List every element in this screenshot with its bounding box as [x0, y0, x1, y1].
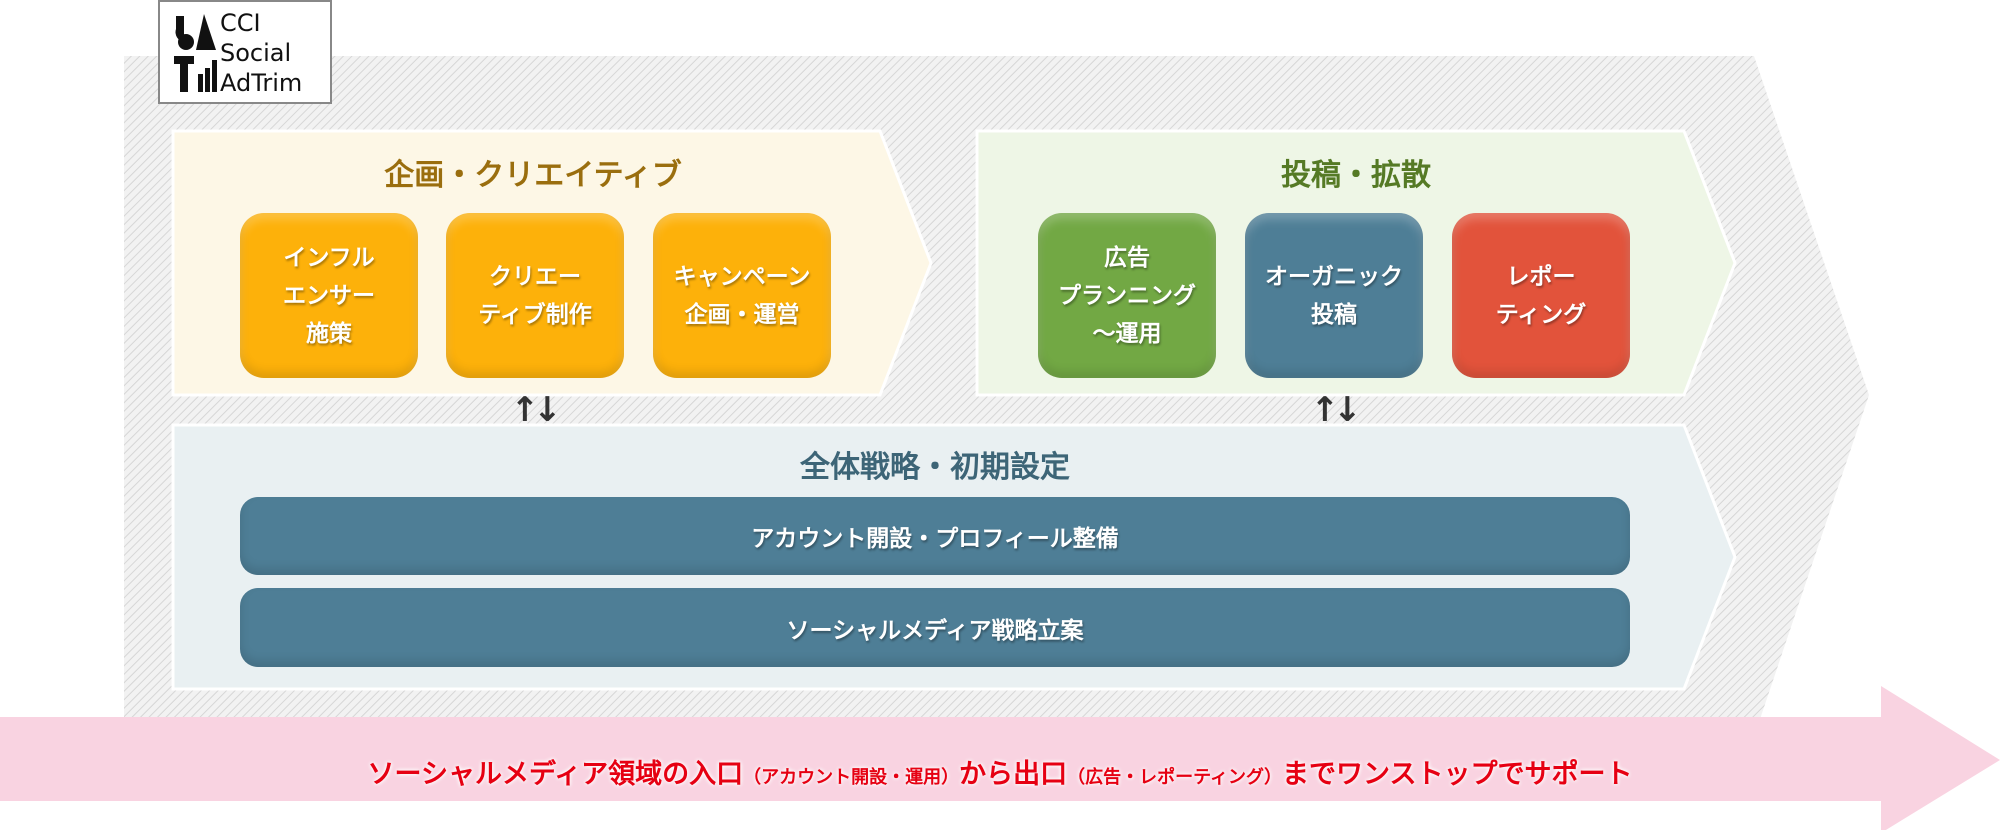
logo-text: CCI Social AdTrim	[220, 8, 302, 98]
strategy-bar: ソーシャルメディア戦略立案	[240, 588, 1630, 667]
strategy-title: 全体戦略・初期設定	[800, 450, 1070, 485]
footer-arrow	[0, 686, 2000, 830]
logo-line: AdTrim	[220, 69, 303, 97]
footer-note: （広告・レポーティング）	[1067, 767, 1283, 788]
up-down-arrows-icon: ↑↓	[1310, 390, 1362, 430]
up-down-arrows-icon: ↑↓	[510, 390, 562, 430]
strategy-bar: アカウント開設・プロフィール整備	[240, 497, 1630, 575]
footer-text: から出口	[959, 759, 1068, 790]
posting-item: レポー ティング	[1452, 213, 1630, 378]
posting-title: 投稿・拡散	[1281, 158, 1431, 193]
footer-message: ソーシャルメディア領域の入口（アカウント開設・運用）から出口（広告・レポーティン…	[0, 752, 2000, 791]
logo-line: CCI	[220, 9, 261, 37]
logo-mark-icon	[174, 14, 217, 92]
creative-title: 企画・クリエイティブ	[384, 158, 682, 193]
creative-item: キャンペーン 企画・運営	[653, 213, 831, 378]
creative-item: クリエー ティブ制作	[446, 213, 624, 378]
footer-text: ソーシャルメディア領域の入口	[367, 759, 744, 790]
logo: CCI Social AdTrim	[158, 0, 332, 104]
posting-item: オーガニック 投稿	[1245, 213, 1423, 378]
footer-text: までワンストップでサポート	[1282, 759, 1633, 790]
footer-note: （アカウント開設・運用）	[743, 767, 960, 788]
creative-item: インフル エンサー 施策	[240, 213, 418, 378]
posting-item: 広告 プランニング 〜運用	[1038, 213, 1216, 378]
logo-line: Social	[220, 39, 292, 67]
